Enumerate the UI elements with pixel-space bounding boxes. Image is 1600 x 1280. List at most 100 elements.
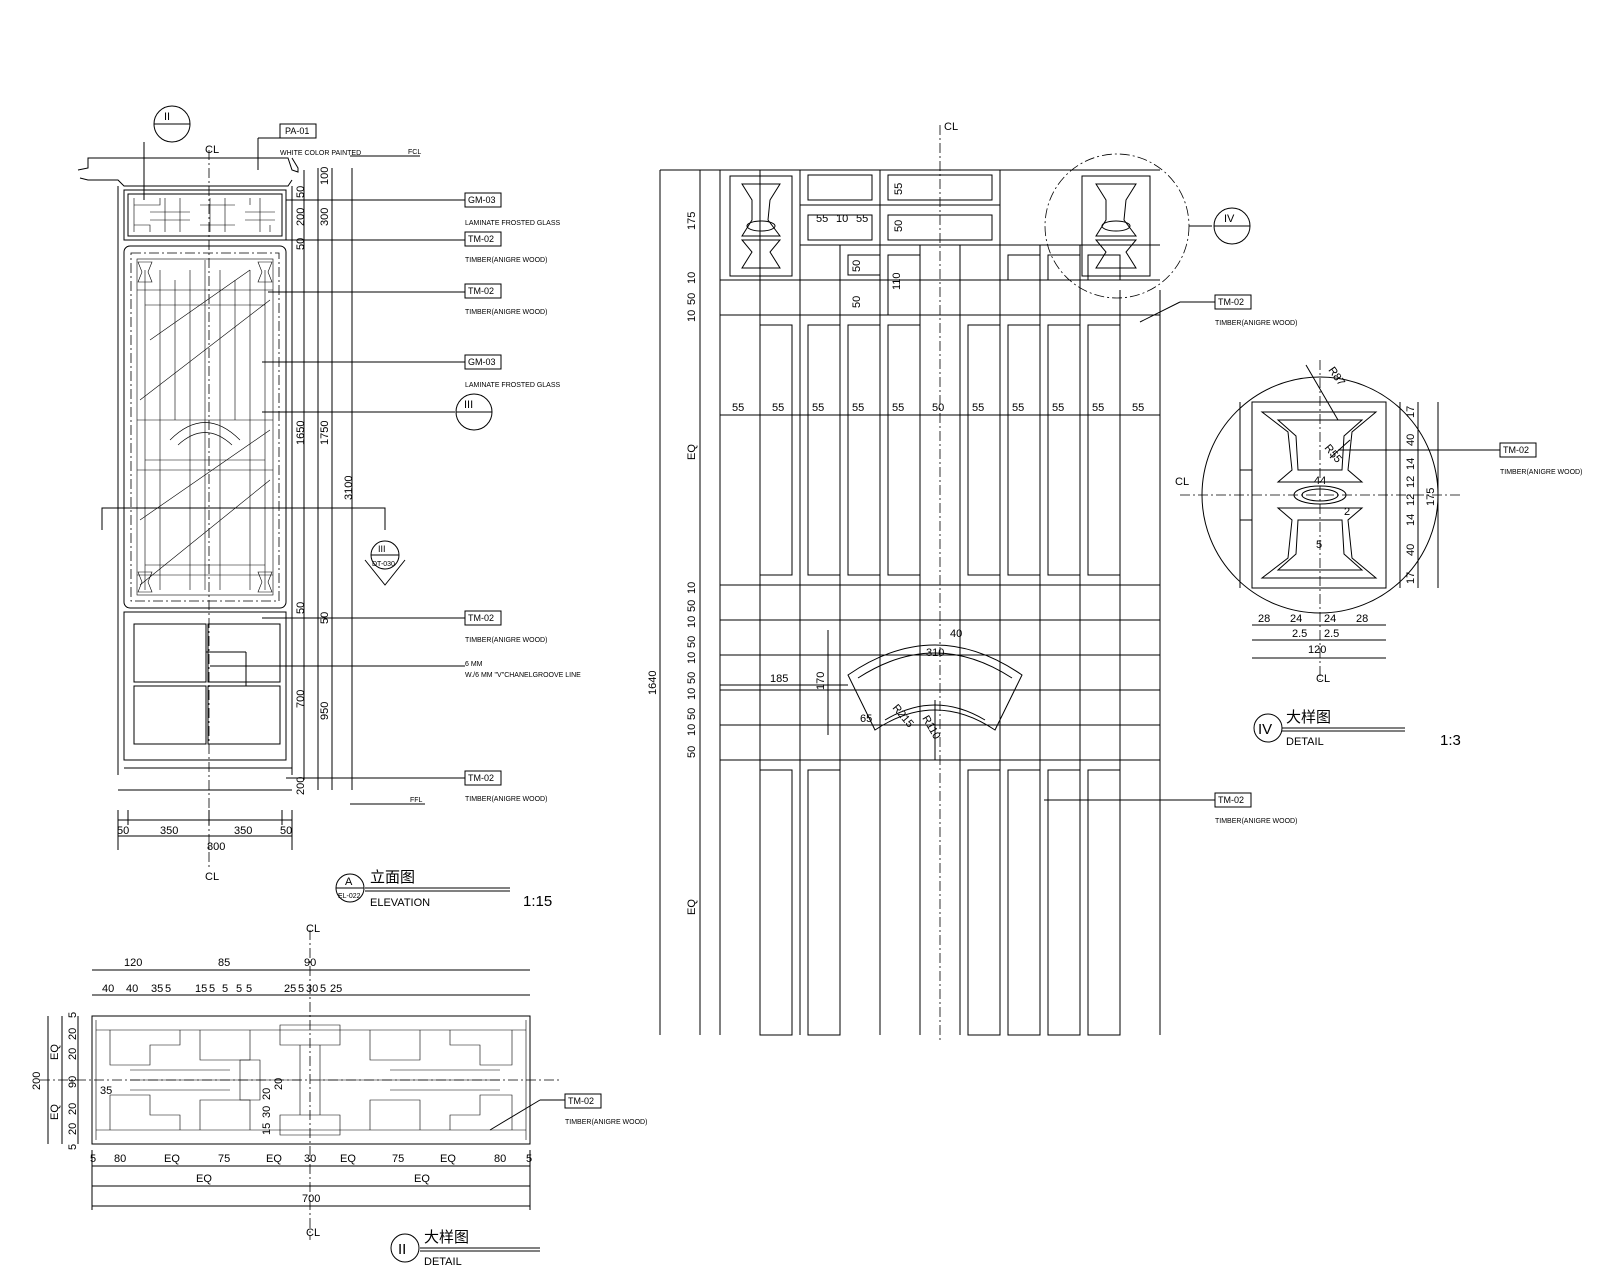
- iv-inner-5: 5: [1316, 539, 1322, 551]
- note-groove-line2: W./6 MM "V"CHANELGROOVE LINE: [465, 672, 581, 679]
- iii-left-10b: 10: [686, 310, 698, 322]
- iii-left-50f: 50: [686, 746, 698, 758]
- iv-bot-120: 120: [1308, 644, 1326, 656]
- elevation-cl-bottom: CL: [205, 871, 219, 883]
- iii-left-10a: 10: [686, 272, 698, 284]
- iii-top-50c: 50: [851, 296, 863, 308]
- detail-iv-tag-tm02: TM-02 TIMBER(ANIGRE WOOD): [1338, 442, 1582, 476]
- tag-tm02-c-desc: TIMBER(ANIGRE WOOD): [465, 637, 547, 644]
- detail-ii-title: II 大样图 DETAIL: [390, 1229, 540, 1268]
- lattice-arc: [847, 644, 1023, 760]
- iii-left-50c: 50: [686, 636, 698, 648]
- ii-top-5g: 5: [320, 983, 326, 995]
- iii-left-10e: 10: [686, 652, 698, 664]
- tag-tm02-d-desc: TIMBER(ANIGRE WOOD): [465, 796, 547, 803]
- detail-iv-title-cn: 大样图: [1286, 709, 1331, 726]
- dim-200b: 200: [295, 777, 307, 795]
- lattice-ornament-right: [1081, 175, 1151, 277]
- iii-tag-b-desc: TIMBER(ANIGRE WOOD): [1215, 818, 1297, 825]
- dim-50b: 50: [295, 238, 307, 250]
- ii-bot-eq-a: EQ: [164, 1153, 180, 1165]
- elevation-title-cn: 立面图: [370, 869, 415, 886]
- ii-left-eq-a: EQ: [49, 1044, 61, 1060]
- detail-ii-title-cn: 大样图: [424, 1229, 469, 1246]
- iii-arc-r215: R215: [890, 702, 916, 730]
- iii-col-9: 55: [1052, 402, 1064, 414]
- ii-top-5f: 5: [298, 983, 304, 995]
- iii-arc-65: 65: [860, 713, 872, 725]
- detail-ii-top-dims: 120 85 90 40 40 35 5 15 5 5 5 5 25 5 30 …: [102, 957, 342, 995]
- iv-radius-r87: R87: [1326, 365, 1347, 388]
- detail-ii-marker: II: [398, 1241, 406, 1258]
- ii-top-120: 120: [124, 957, 142, 969]
- section-iii-marker: III DT-030: [101, 507, 406, 586]
- lattice-ornament-left: [729, 175, 793, 277]
- iii-top-50b: 50: [851, 260, 863, 272]
- tag-tm02-a-code: TM-02: [468, 234, 494, 244]
- iii-left-50b: 50: [686, 600, 698, 612]
- tag-gm03-mid-desc: LAMINATE FROSTED GLASS: [465, 382, 560, 389]
- ii-bot2-eq-a: EQ: [196, 1173, 212, 1185]
- ii-left-90: 90: [67, 1076, 79, 1088]
- tag-tm02-a-desc: TIMBER(ANIGRE WOOD): [465, 257, 547, 264]
- detail-iv-scale: 1:3: [1440, 732, 1461, 749]
- tag-pa01-code: PA-01: [285, 126, 309, 136]
- detail-ii-tag-code: TM-02: [568, 1096, 594, 1106]
- iii-left-10g: 10: [686, 724, 698, 736]
- iii-tag-a-code: TM-02: [1218, 297, 1244, 307]
- elevation-marker-letter: A: [345, 876, 353, 888]
- callout-iii-label: III: [464, 399, 473, 411]
- iii-left-50e: 50: [686, 708, 698, 720]
- ii-left-5a: 5: [67, 1012, 79, 1018]
- elevation-view: CL CL II 100 200 300 50 50 1650 1750 310…: [77, 105, 581, 910]
- ii-bot2-eq-b: EQ: [414, 1173, 430, 1185]
- dim-1650: 1650: [295, 421, 307, 445]
- iii-top-55c: 55: [893, 183, 905, 195]
- tag-tm02-a: TM-02 TIMBER(ANIGRE WOOD): [286, 231, 547, 264]
- ii-left-200: 200: [31, 1072, 43, 1090]
- iv-inner-44: 44: [1314, 475, 1326, 487]
- dim-200: 200: [295, 208, 307, 226]
- dim-300: 300: [319, 208, 331, 226]
- ii-top-5b: 5: [209, 983, 215, 995]
- elevation-title-en: ELEVATION: [370, 897, 430, 909]
- detail-iii-left-dims: 175 10 50 10 EQ 10 50 10 50 10 50 10 50 …: [647, 212, 698, 915]
- section-iii-ref: DT-030: [372, 561, 395, 568]
- detail-ii-left-dims: 5 EQ 200 EQ 5 20 20 90 20 20 35 20 15 30…: [31, 1012, 285, 1150]
- level-fcl: FCL: [408, 149, 421, 156]
- iii-arc-310: 310: [926, 647, 944, 659]
- detail-iv-ornament: [1239, 401, 1387, 589]
- iii-top-50a: 50: [893, 220, 905, 232]
- detail-ii-title-en: DETAIL: [424, 1256, 462, 1268]
- ii-top-35: 35: [151, 983, 163, 995]
- tag-tm02-b: TM-02 TIMBER(ANIGRE WOOD): [268, 283, 547, 316]
- dim-50a: 50: [295, 186, 307, 198]
- iii-col-11: 55: [1132, 402, 1144, 414]
- ii-left-20a: 20: [67, 1028, 79, 1040]
- iii-col-6: 50: [932, 402, 944, 414]
- elevation-title: A EL-022 立面图 ELEVATION 1:15: [335, 869, 552, 910]
- ii-top-25b: 25: [330, 983, 342, 995]
- ii-bot-eq-c: EQ: [340, 1153, 356, 1165]
- elevation-right-dims: 100 200 300 50 50 1650 1750 3100 50 50 7…: [295, 167, 355, 795]
- detail-iii-lattice: [719, 170, 1160, 1036]
- iii-left-10c: 10: [686, 582, 698, 594]
- tag-pa01-desc: WHITE COLOR PAINTED: [280, 150, 361, 157]
- tag-pa01: PA-01 WHITE COLOR PAINTED FCL: [257, 123, 421, 170]
- iv-radius-r55: R55: [1322, 442, 1344, 465]
- iv-bot-28b: 28: [1356, 613, 1368, 625]
- elevation-marker-ref: EL-022: [338, 893, 361, 900]
- detail-ii-tag-desc: TIMBER(ANIGRE WOOD): [565, 1119, 647, 1126]
- dim-3100: 3100: [343, 476, 355, 500]
- tag-tm02-d: TM-02 TIMBER(ANIGRE WOOD) FFL: [286, 770, 547, 805]
- dim-100: 100: [319, 167, 331, 185]
- iv-tag-code: TM-02: [1503, 445, 1529, 455]
- detail-iv-title: IV 大样图 DETAIL 1:3: [1253, 709, 1461, 749]
- ii-inner-20a: 20: [273, 1078, 285, 1090]
- ii-bot-eq-d: EQ: [440, 1153, 456, 1165]
- iv-right-17b: 17: [1405, 572, 1417, 584]
- ii-bot-30: 30: [304, 1153, 316, 1165]
- tag-tm02-c-code: TM-02: [468, 613, 494, 623]
- iv-inner-2: 2: [1344, 506, 1350, 518]
